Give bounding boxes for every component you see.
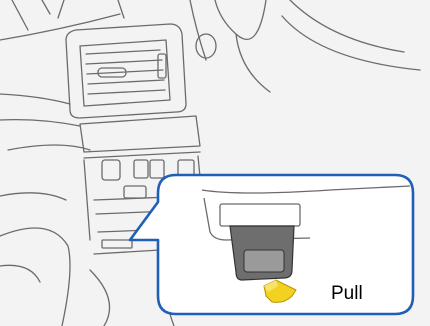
pull-label: Pull [331, 284, 363, 303]
callout-box [130, 175, 413, 314]
hood-release-lever-small [102, 240, 132, 248]
windshield-line [0, 14, 120, 40]
console-panel [80, 116, 200, 152]
hood-release-lever [230, 226, 294, 280]
steering-column-line [190, 0, 206, 60]
